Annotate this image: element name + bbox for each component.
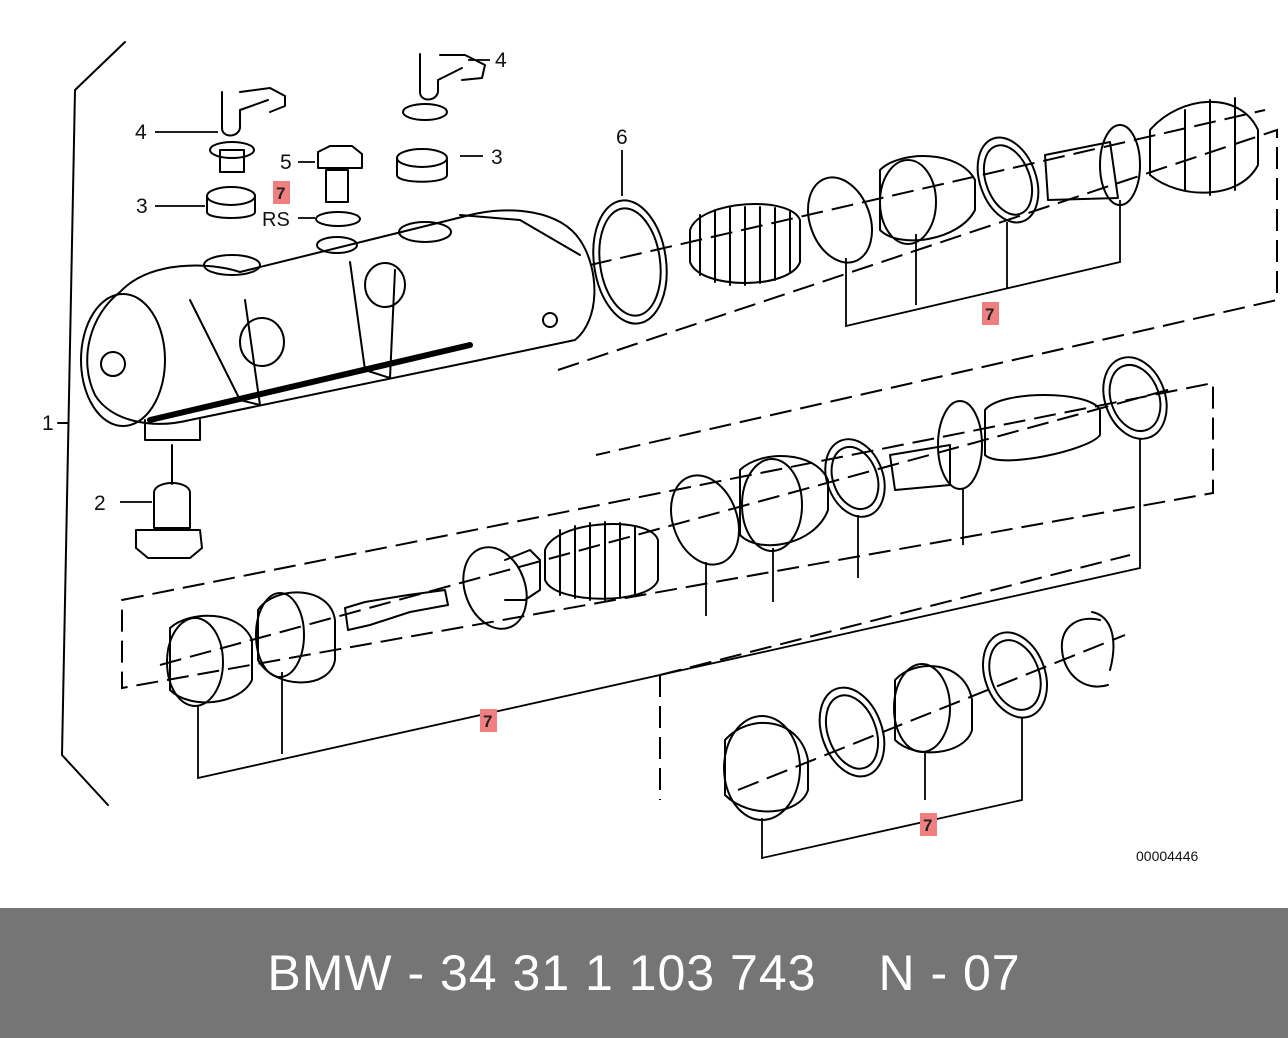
callout-7-upper-kit: 7 <box>985 305 994 324</box>
exploded-parts-diagram: 1 2 3 3 4 4 5 6 RS 7 7 7 7 00004446 <box>42 41 1278 864</box>
callout-3-right: 3 <box>491 146 503 169</box>
highlight-7-top-left-box <box>273 181 290 204</box>
leader-lines <box>120 59 1141 860</box>
callout-3-left: 3 <box>136 195 148 218</box>
bleed-screw <box>135 444 203 559</box>
callout-7-middle-kit: 7 <box>483 712 492 731</box>
lower-repair-kit <box>166 589 1115 821</box>
top-fittings <box>206 53 486 227</box>
part-number-footer: BMW - 34 31 1 103 743 N - 07 <box>0 908 1288 1038</box>
callout-7-top-left: 7 <box>276 184 285 203</box>
highlight-7-middle-kit-box <box>480 709 497 732</box>
axis-lines <box>121 109 1278 800</box>
position-label: N - 07 <box>878 945 1021 1001</box>
callout-7-lower-kit: 7 <box>923 816 932 835</box>
callout-6: 6 <box>616 126 628 149</box>
callout-1: 1 <box>42 412 54 435</box>
part-number-label: BMW - 34 31 1 103 743 <box>267 945 817 1001</box>
callout-4-right: 4 <box>495 49 507 72</box>
highlight-7-upper-kit-box <box>982 302 999 325</box>
assembly-bracket <box>57 41 126 806</box>
upper-repair-kit <box>689 97 1259 286</box>
highlight-7-lower-kit-box <box>920 813 937 836</box>
drawing-code: 00004446 <box>1136 848 1199 864</box>
middle-repair-kit <box>462 356 1168 630</box>
callout-5: 5 <box>280 151 292 174</box>
callout-4-left: 4 <box>135 121 147 144</box>
cylinder-body <box>80 209 596 441</box>
callout-2: 2 <box>94 492 106 515</box>
seal-ring <box>592 199 668 325</box>
callout-rs: RS <box>262 209 290 231</box>
